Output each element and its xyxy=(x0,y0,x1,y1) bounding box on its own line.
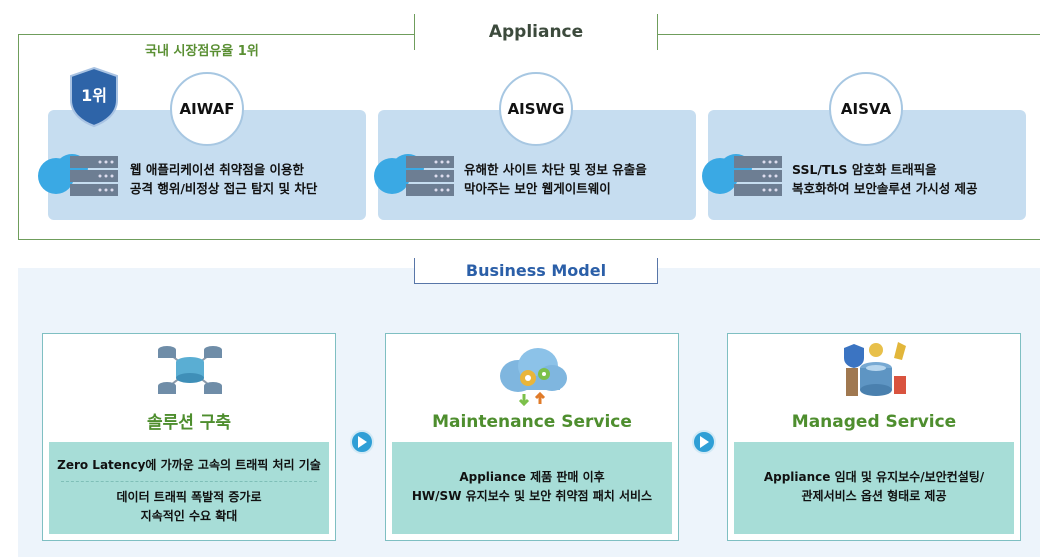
product-name-aiswg: AISWG xyxy=(499,72,573,146)
product-desc-aisva: SSL/TLS 암호화 트래픽을 복호화하여 보안솔루션 가시성 제공 xyxy=(792,162,978,196)
product-name-aisva: AISVA xyxy=(829,72,903,146)
arrow-right-icon xyxy=(350,430,374,454)
appliance-title: Appliance xyxy=(414,14,658,50)
arrow-right-icon xyxy=(692,430,716,454)
shield-badge-icon: 1위 xyxy=(67,66,121,128)
business-model-title: Business Model xyxy=(414,258,658,284)
cloud-gear-icon xyxy=(496,342,570,407)
database-network-icon xyxy=(155,342,225,398)
product-name-aiwaf: AIWAF xyxy=(170,72,244,146)
cloud-server-icon xyxy=(372,146,454,206)
cloud-server-icon xyxy=(36,146,118,206)
card-title-maintenance: Maintenance Service xyxy=(432,412,632,432)
product-desc-aiswg: 유해한 사이트 차단 및 정보 유출을 막아주는 보안 웹게이트웨이 xyxy=(464,162,647,196)
card-desc-maintenance: Appliance 제품 판매 이후 HW/SW 유지보수 및 보안 취약점 패… xyxy=(392,442,672,534)
divider xyxy=(61,481,317,482)
product-desc-aiwaf: 웹 애플리케이션 취약점을 이용한 공격 행위/비정상 접근 탐지 및 차단 xyxy=(130,162,318,196)
business-card-solution: 솔루션 구축 Zero Latency에 가까운 고속의 트래픽 처리 기술 데… xyxy=(42,333,336,541)
card-title-managed: Managed Service xyxy=(791,412,957,432)
business-card-maintenance: Maintenance Service Appliance 제품 판매 이후 H… xyxy=(385,333,679,541)
market-share-label: 국내 시장점유율 1위 xyxy=(145,44,259,59)
card-title-solution: 솔루션 구축 xyxy=(146,413,232,433)
business-card-managed: Managed Service Appliance 임대 및 유지보수/보안컨설… xyxy=(727,333,1021,541)
managed-security-icon xyxy=(840,338,912,404)
cloud-server-icon xyxy=(700,146,782,206)
badge-label: 1위 xyxy=(81,86,107,105)
card-desc-managed: Appliance 임대 및 유지보수/보안컨설팅/ 관제서비스 옵션 형태로 … xyxy=(734,442,1014,534)
card-desc-solution: Zero Latency에 가까운 고속의 트래픽 처리 기술 데이터 트래픽 … xyxy=(49,442,329,534)
